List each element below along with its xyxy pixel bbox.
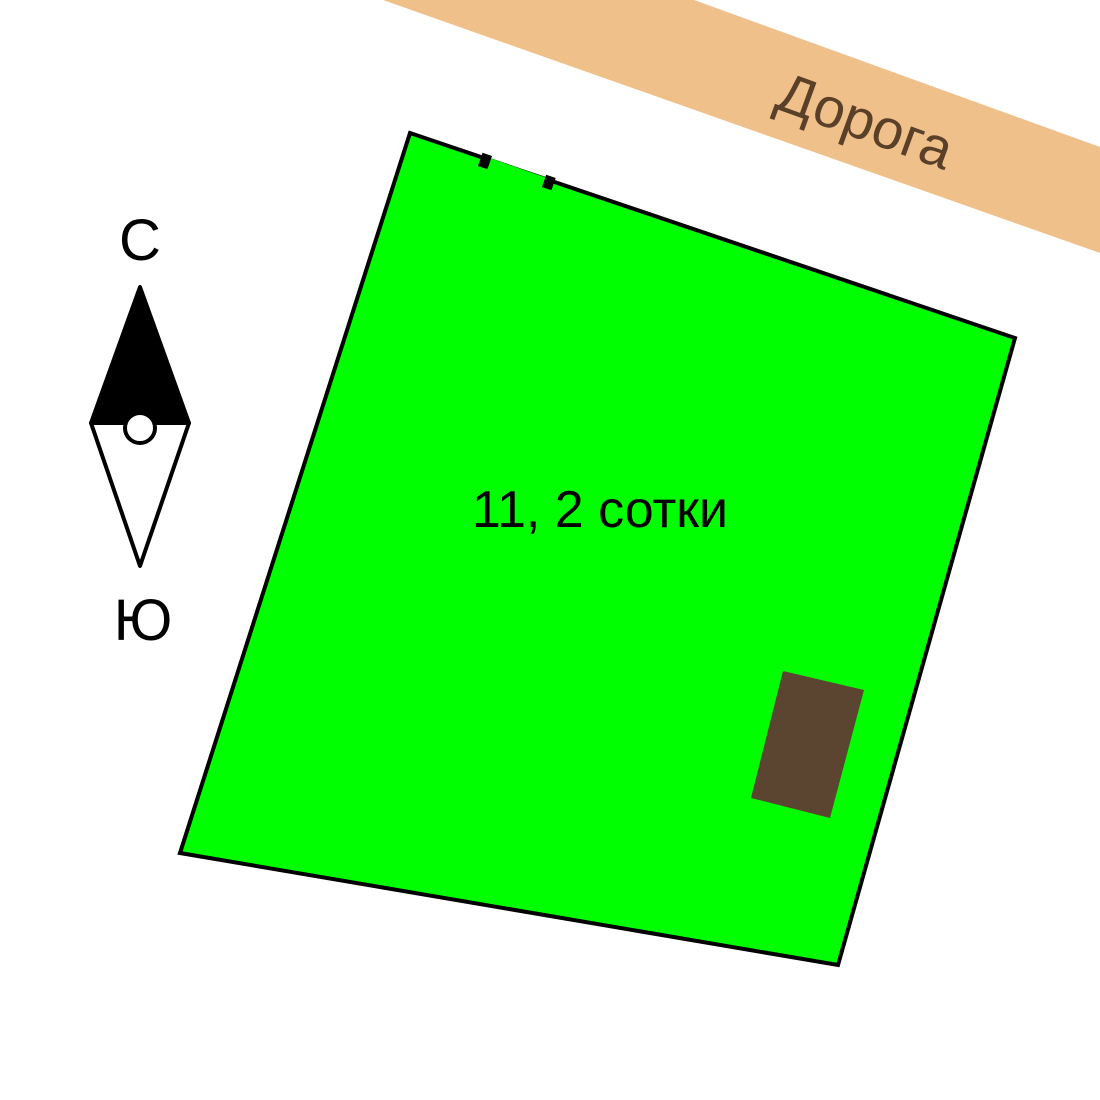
- compass-south-label: Ю: [114, 588, 173, 653]
- gate-post-right: [541, 174, 556, 191]
- compass-north-label: С: [119, 208, 161, 273]
- gate-post-left: [477, 152, 493, 170]
- building: [751, 671, 864, 818]
- compass-icon: [89, 285, 191, 568]
- land-plot: [177, 130, 1018, 968]
- plot-area-label: 11, 2 сотки: [472, 481, 728, 539]
- road: [383, 0, 1100, 253]
- gate-opening: [487, 157, 549, 184]
